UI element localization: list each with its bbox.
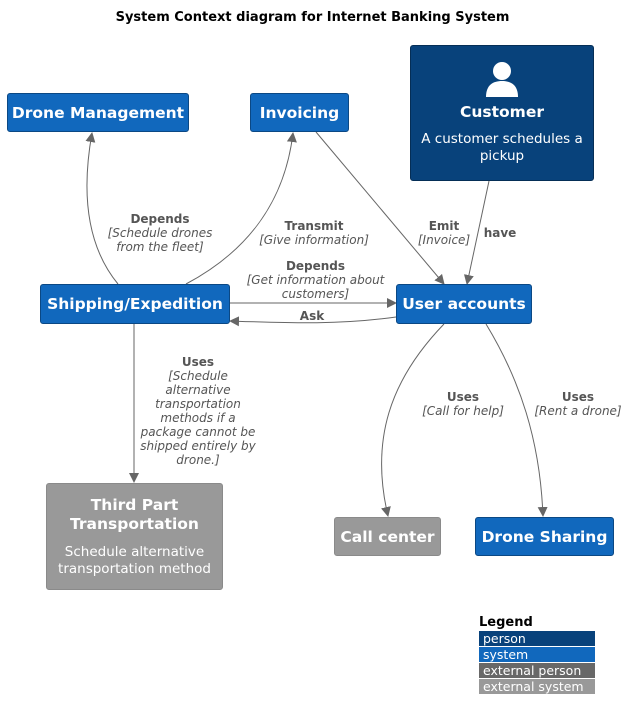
emit-label: Emit [Invoice] [417, 219, 471, 247]
edge-depends-drone-management [85, 132, 119, 285]
customer-name: Customer [459, 103, 544, 121]
third-part-description: Schedule alternative transportation meth… [58, 543, 211, 577]
legend-item-external-system: external system [479, 679, 595, 694]
user-accounts-label: User accounts [402, 295, 526, 313]
edge-uses-call-center [381, 323, 445, 517]
legend-item-person: person [479, 631, 595, 646]
ask-label: Ask [299, 309, 325, 323]
uses-drone-sharing-label: Uses [Rent a drone] [534, 390, 622, 418]
customer-description: A customer schedules a pickup [421, 131, 583, 164]
person-icon [486, 62, 518, 97]
edge-transmit-invoicing [185, 132, 297, 285]
have-label: have [483, 226, 517, 240]
drone-management-label: Drone Management [11, 103, 185, 122]
third-part-transportation-node[interactable]: Third Part Transportation Schedule alter… [46, 483, 223, 590]
legend: Legend person system external person ext… [479, 615, 595, 695]
shipping-expedition-node[interactable]: Shipping/Expedition [40, 284, 230, 324]
edge-uses-drone-sharing [485, 323, 548, 517]
legend-item-system: system [479, 647, 595, 662]
invoicing-label: Invoicing [259, 103, 340, 122]
depends-drone-label: Depends [Schedule drones from the fleet] [107, 212, 213, 254]
uses-third-part-label: Uses [Schedule alternative transportatio… [140, 355, 256, 467]
drone-sharing-label: Drone Sharing [481, 527, 608, 546]
uses-call-center-label: Uses [Call for help] [422, 390, 504, 418]
invoicing-node[interactable]: Invoicing [250, 93, 349, 132]
customer-node[interactable]: Customer A customer schedules a pickup [410, 45, 594, 181]
edge-ask-shipping [229, 316, 397, 327]
depends-users-label: Depends [Get information about customers… [246, 259, 385, 301]
diagram-title: System Context diagram for Internet Bank… [115, 10, 510, 25]
drone-management-node[interactable]: Drone Management [7, 93, 189, 132]
legend-title: Legend [479, 615, 533, 630]
edge-emit-user-accounts [315, 131, 445, 285]
drone-sharing-node[interactable]: Drone Sharing [475, 517, 614, 556]
call-center-label: Call center [340, 527, 435, 546]
shipping-expedition-label: Shipping/Expedition [47, 295, 223, 313]
third-part-name: Third Part Transportation [70, 495, 199, 533]
call-center-node[interactable]: Call center [334, 517, 441, 556]
transmit-label: Transmit [Give information] [259, 219, 369, 247]
edge-have-user-accounts [463, 180, 490, 285]
legend-item-external-person: external person [479, 663, 595, 678]
user-accounts-node[interactable]: User accounts [396, 284, 532, 324]
